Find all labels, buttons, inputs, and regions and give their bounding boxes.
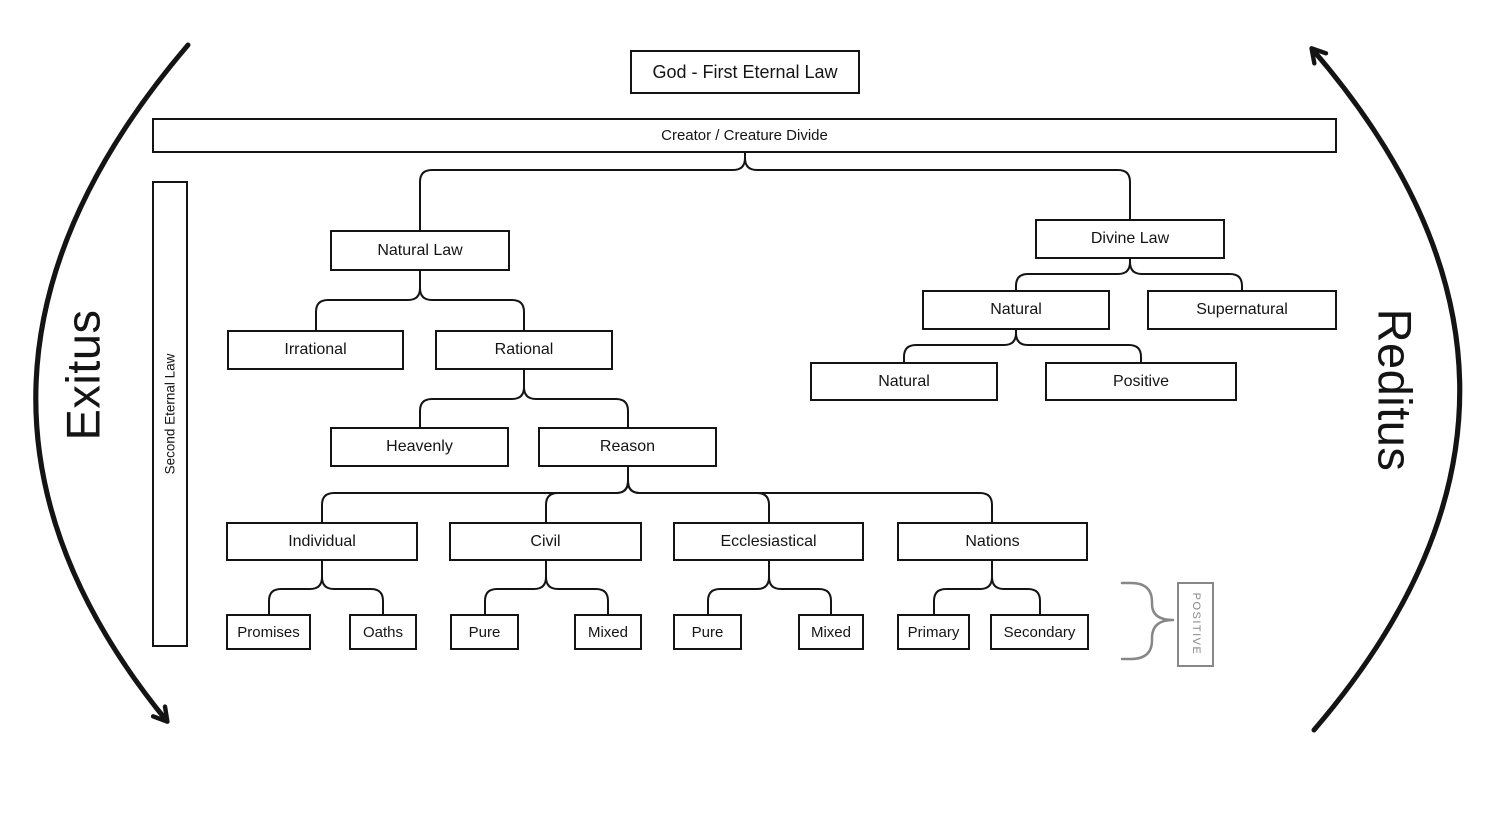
connector-nations-primary [933, 561, 993, 614]
connector-divide-natural-law [419, 153, 746, 230]
connector-individual-promises [268, 561, 323, 614]
node-civil: Civil [449, 522, 642, 561]
connector-individual-oaths [321, 561, 384, 614]
creator-creature-divide-bar: Creator / Creature Divide [152, 118, 1337, 153]
exitus-label: Exitus [56, 309, 110, 441]
connector-nations-secondary [991, 561, 1041, 614]
node-heavenly: Heavenly [330, 427, 509, 467]
connector-rational-reason [523, 370, 629, 427]
node-divine-natural-positive: Positive [1045, 362, 1237, 401]
connector-divinelaw-supernatural [1129, 259, 1243, 290]
connector-reason-individual [321, 467, 629, 522]
connector-divinenatural-positive [1015, 330, 1142, 362]
node-natural-law: Natural Law [330, 230, 510, 271]
connector-rational-heavenly [419, 370, 525, 427]
node-nations: Nations [897, 522, 1088, 561]
tree-connectors [268, 153, 1243, 614]
connector-divinenatural-natural [903, 330, 1017, 362]
node-civil-mixed: Mixed [574, 614, 642, 650]
node-ecclesiastical-mixed: Mixed [798, 614, 864, 650]
node-irrational: Irrational [227, 330, 404, 370]
node-divine-natural-natural: Natural [810, 362, 998, 401]
second-eternal-law-bar [152, 181, 188, 647]
connector-reason-civil [545, 467, 629, 522]
reditus-arrow [1309, 46, 1463, 733]
connector-divinelaw-natural [1015, 259, 1131, 290]
node-promises: Promises [226, 614, 311, 650]
connector-naturallaw-rational [419, 271, 525, 330]
node-reason: Reason [538, 427, 717, 467]
positive-brace [1120, 581, 1175, 661]
reditus-label: Reditus [1368, 308, 1422, 472]
connector-reason-nations [627, 467, 993, 522]
connector-ecclesiastical-pure [707, 561, 770, 614]
connector-civil-mixed [545, 561, 609, 614]
node-ecclesiastical: Ecclesiastical [673, 522, 864, 561]
node-ecclesiastical-pure: Pure [673, 614, 742, 650]
positive-tag-label: POSITIVE [1190, 592, 1202, 656]
node-individual: Individual [226, 522, 418, 561]
node-divine-supernatural: Supernatural [1147, 290, 1337, 330]
second-eternal-law-label: Second Eternal Law [162, 353, 178, 475]
node-nations-primary: Primary [897, 614, 970, 650]
node-divine-natural: Natural [922, 290, 1110, 330]
connector-reason-ecclesiastical [627, 467, 770, 522]
connector-naturallaw-irrational [315, 271, 421, 330]
connector-ecclesiastical-mixed [768, 561, 832, 614]
connector-civil-pure [484, 561, 547, 614]
node-god-first-eternal-law: God - First Eternal Law [630, 50, 860, 94]
positive-tag-box [1177, 582, 1214, 667]
connector-divide-divine-law [744, 153, 1131, 219]
node-oaths: Oaths [349, 614, 417, 650]
node-rational: Rational [435, 330, 613, 370]
node-nations-secondary: Secondary [990, 614, 1089, 650]
exitus-arrow [33, 42, 191, 724]
node-divine-law: Divine Law [1035, 219, 1225, 259]
node-civil-pure: Pure [450, 614, 519, 650]
